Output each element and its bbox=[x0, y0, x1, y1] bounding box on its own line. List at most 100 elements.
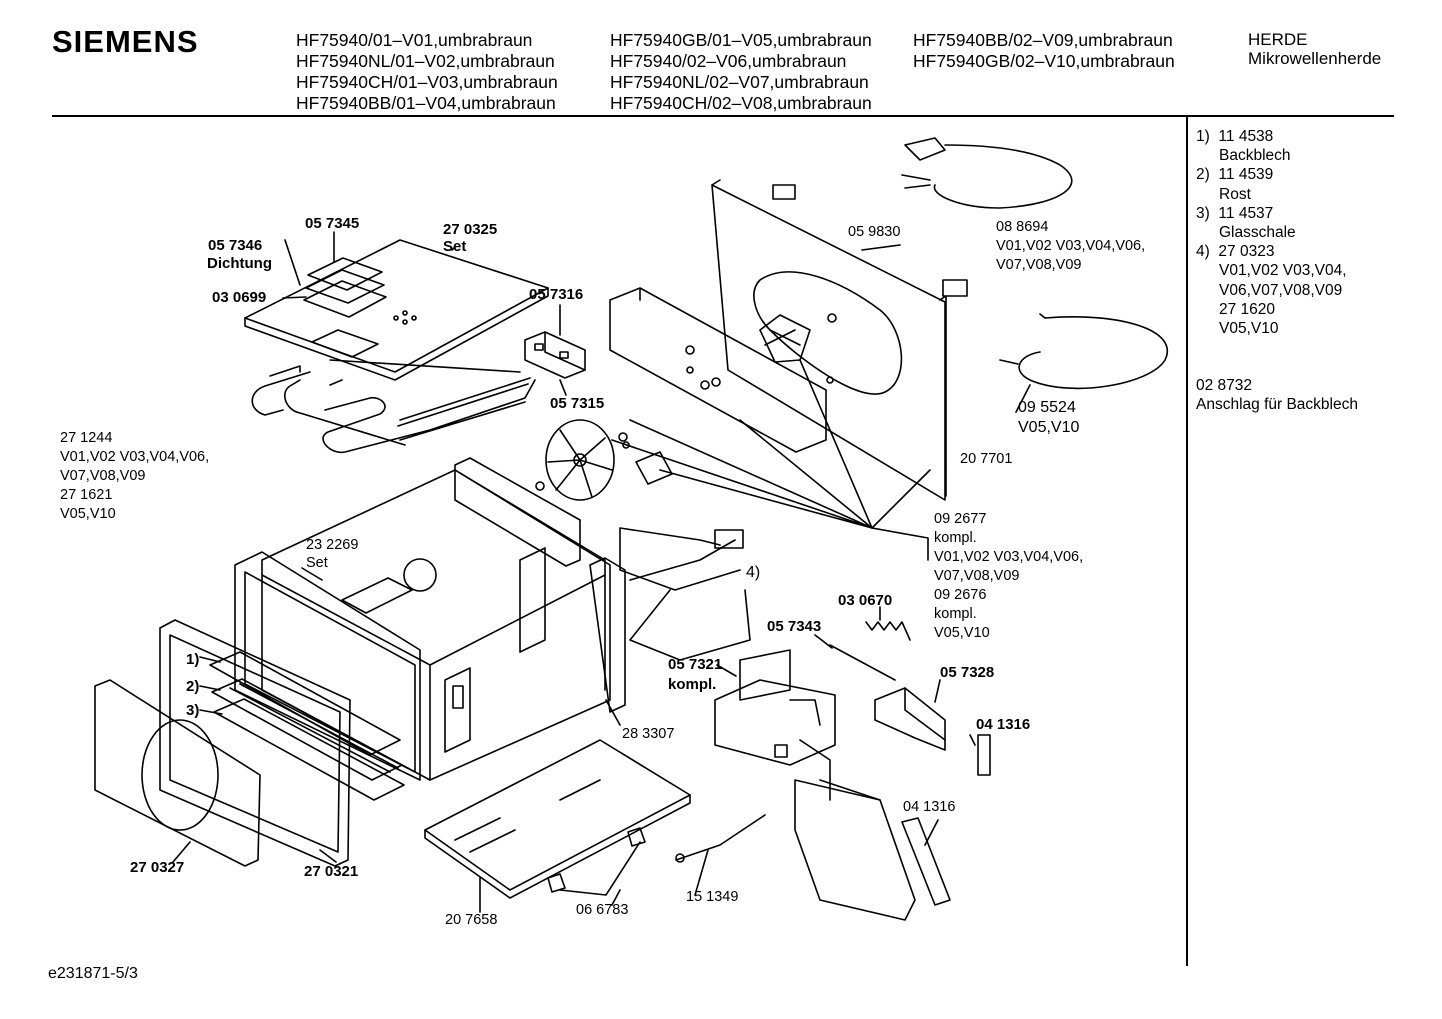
legend-desc: 27 1620 bbox=[1219, 300, 1276, 318]
callout-4: 4) bbox=[746, 564, 761, 581]
callout-3: 3) bbox=[186, 702, 200, 719]
document-id: e231871-5/3 bbox=[48, 965, 138, 982]
rod bbox=[829, 644, 896, 681]
part-label: 27 0321 bbox=[304, 863, 359, 880]
part-label: 05 7321 bbox=[668, 656, 723, 673]
model-item: HF75940/01–V01,umbrabraun bbox=[296, 30, 533, 50]
oven-cavity bbox=[261, 469, 611, 781]
base-plate bbox=[424, 739, 691, 891]
foot bbox=[627, 827, 646, 847]
part-label: 03 0670 bbox=[838, 592, 893, 609]
model-item: HF75940/02–V06,umbrabraun bbox=[610, 51, 847, 71]
legend-item: 3) 11 4537 bbox=[1196, 204, 1274, 222]
part-label: 03 0699 bbox=[212, 289, 267, 306]
part-label: V05,V10 bbox=[1018, 419, 1080, 436]
grill-element bbox=[251, 371, 536, 454]
tray-rack bbox=[211, 678, 403, 781]
extra-part-code: 02 8732 bbox=[1196, 377, 1253, 394]
model-item: HF75940BB/01–V04,umbrabraun bbox=[296, 93, 556, 113]
part-label: 04 1316 bbox=[976, 716, 1031, 733]
callout-1: 1) bbox=[186, 651, 200, 668]
part-label: V07,V08,V09 bbox=[996, 257, 1082, 273]
part-label: V01,V02 V03,V04,V06, bbox=[996, 238, 1146, 254]
window-glass bbox=[307, 257, 383, 291]
part-label: 05 7346 bbox=[208, 237, 263, 254]
part-label: 27 0327 bbox=[130, 859, 185, 876]
category-subtitle: Mikrowellenherde bbox=[1248, 49, 1382, 68]
part-label: V07,V08,V09 bbox=[934, 568, 1020, 584]
part-label: Set bbox=[443, 238, 467, 255]
legend-item: 2) 11 4539 bbox=[1196, 166, 1274, 184]
part-label: 05 7328 bbox=[940, 664, 995, 681]
part-label: V05,V10 bbox=[60, 506, 116, 522]
top-cover-plate bbox=[244, 239, 549, 373]
extra-part: 02 8732 Anschlag für Backblech bbox=[1196, 376, 1358, 414]
part-label: 08 8694 bbox=[996, 219, 1049, 235]
model-item: HF75940GB/01–V05,umbrabraun bbox=[610, 30, 872, 50]
tray-glass bbox=[213, 698, 405, 801]
part-label: 05 9830 bbox=[848, 224, 901, 240]
seal-strip bbox=[901, 817, 951, 906]
part-label: 20 7658 bbox=[445, 912, 498, 928]
part-label: 27 1621 bbox=[60, 487, 113, 503]
model-item: HF75940BB/02–V09,umbrabraun bbox=[913, 30, 1173, 50]
spring bbox=[865, 621, 911, 641]
legend-item: 4) 27 0323 bbox=[1196, 243, 1275, 261]
part-label: V05,V10 bbox=[934, 625, 990, 641]
legend-desc: V05,V10 bbox=[1219, 320, 1279, 338]
callout-2: 2) bbox=[186, 678, 200, 695]
wire-harness bbox=[619, 527, 751, 661]
part-label: 28 3307 bbox=[622, 726, 675, 742]
model-item: HF75940GB/02–V10,umbrabraun bbox=[913, 51, 1175, 71]
fan-shield bbox=[609, 287, 827, 453]
category: HERDE Mikrowellenherde bbox=[1248, 30, 1381, 68]
model-item: HF75940NL/01–V02,umbrabraun bbox=[296, 51, 555, 71]
part-label: 05 7315 bbox=[550, 395, 605, 412]
part-label: 27 1244 bbox=[60, 430, 113, 446]
header-divider bbox=[52, 115, 1394, 117]
legend-desc: V01,V02 V03,V04, bbox=[1219, 262, 1347, 280]
part-label: 20 7701 bbox=[960, 451, 1013, 467]
part-label: kompl. bbox=[934, 530, 977, 546]
part-label: V07,V08,V09 bbox=[60, 468, 146, 484]
part-label: kompl. bbox=[668, 676, 717, 693]
support-bracket bbox=[794, 779, 916, 921]
part-label: 05 7343 bbox=[767, 618, 822, 635]
model-list-col2: HF75940GB/01–V05,umbrabraun HF75940/02–V… bbox=[610, 30, 872, 114]
cover-opening bbox=[311, 329, 379, 358]
part-label: 09 2676 bbox=[934, 587, 987, 603]
model-item: HF75940NL/02–V07,umbrabraun bbox=[610, 72, 869, 92]
part-label: kompl. bbox=[934, 606, 977, 622]
legend-divider bbox=[1186, 116, 1188, 966]
part-label: 27 0325 bbox=[443, 221, 498, 238]
tray-baking bbox=[209, 651, 401, 756]
part-label: 04 1316 bbox=[903, 799, 956, 815]
part-label: 15 1349 bbox=[686, 889, 739, 905]
bowden-cable bbox=[675, 814, 766, 861]
legend-item: 1) 11 4538 bbox=[1196, 128, 1274, 145]
model-item: HF75940CH/01–V03,umbrabraun bbox=[296, 72, 558, 92]
legend-desc: Backblech bbox=[1219, 147, 1291, 165]
part-label: Dichtung bbox=[207, 255, 272, 272]
inner-door bbox=[159, 619, 351, 867]
part-label: V01,V02 V03,V04,V06, bbox=[60, 449, 210, 465]
fan-wheel bbox=[545, 419, 615, 501]
latch-bracket bbox=[874, 687, 946, 751]
rear-wall bbox=[711, 184, 946, 501]
part-label: 05 7316 bbox=[529, 286, 584, 303]
model-list-col3: HF75940BB/02–V09,umbrabraun HF75940GB/02… bbox=[913, 30, 1175, 72]
small-seal bbox=[977, 734, 991, 776]
brand-logo: SIEMENS bbox=[52, 24, 199, 59]
model-list-col1: HF75940/01–V01,umbrabraun HF75940NL/01–V… bbox=[296, 30, 558, 114]
legend-desc: V06,V07,V08,V09 bbox=[1219, 281, 1343, 299]
front-frame bbox=[234, 551, 421, 781]
part-label: V01,V02 V03,V04,V06, bbox=[934, 549, 1084, 565]
model-item: HF75940CH/02–V08,umbrabraun bbox=[610, 93, 872, 113]
extra-part-desc: Anschlag für Backblech bbox=[1196, 396, 1358, 413]
part-label: Set bbox=[306, 555, 328, 571]
part-label: 09 5524 bbox=[1018, 399, 1076, 416]
parts-legend: 1) 11 4538 Backblech 2) 11 4539 Rost 3) … bbox=[1196, 127, 1347, 338]
part-label: 23 2269 bbox=[306, 537, 359, 553]
category-title: HERDE bbox=[1248, 30, 1308, 49]
